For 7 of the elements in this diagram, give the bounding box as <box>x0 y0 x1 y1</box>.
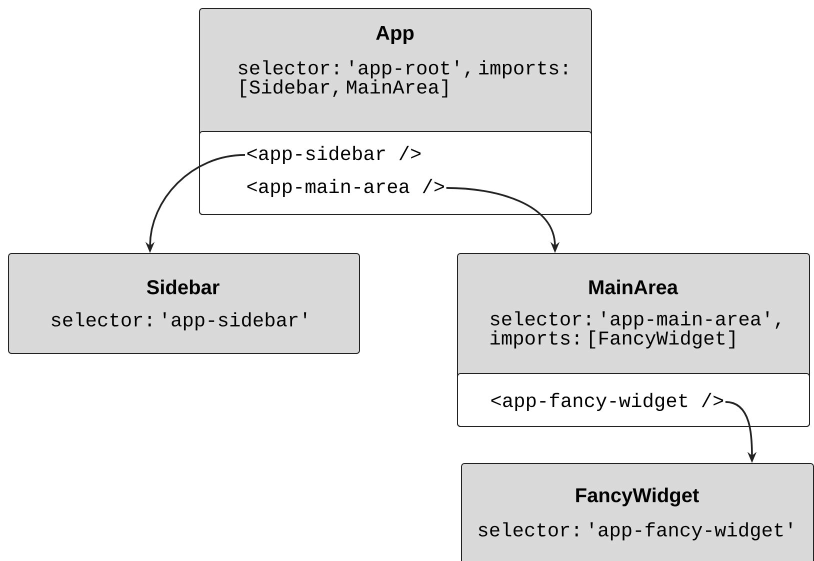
template-panel <box>199 131 592 215</box>
template-panel <box>457 373 810 427</box>
component-box: FancyWidget selector: 'app-fancy-widget' <box>461 463 814 561</box>
code-line: <app-sidebar /> <box>247 146 421 164</box>
code-line: <app-fancy-widget /> <box>491 392 724 412</box>
component-box: Sidebar selector: 'app-sidebar' <box>8 253 360 354</box>
code-line: <app-main-area /> <box>247 178 444 198</box>
